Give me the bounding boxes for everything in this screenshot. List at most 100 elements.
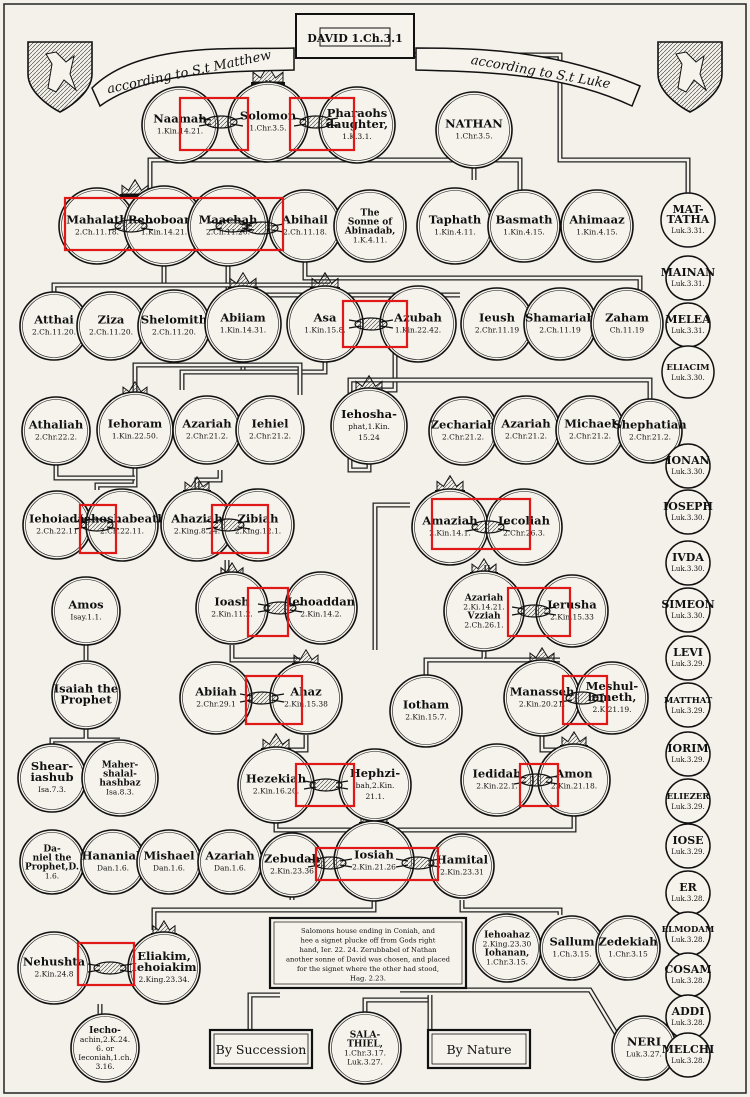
scripture-reference: 2.Ch.11.20. <box>32 328 76 337</box>
person-name: Ziza <box>98 313 125 327</box>
scripture-reference: 15.24 <box>358 433 380 442</box>
scripture-reference: 1.Kin.22.50. <box>112 432 158 441</box>
person-salathiel: SALA-THIEL,1.Chr.3.17.Luk.3.27. <box>328 1011 402 1085</box>
person-name: Iotham <box>403 698 449 712</box>
person-name: Azariah <box>204 849 255 863</box>
scripture-reference: 1.K.3.1. <box>342 132 371 141</box>
succession-box-label: By Succession <box>216 1042 307 1057</box>
person-name: Maher- <box>102 761 139 771</box>
person-name: Hananiah <box>82 849 145 863</box>
scripture-reference: 2.Ch.22.11. <box>100 527 144 536</box>
svg-text:Luk.3.29.: Luk.3.29. <box>671 707 704 715</box>
scripture-reference: 1.Kin.22.42. <box>395 326 441 335</box>
scripture-reference: 2.Ch.26.1. <box>464 621 503 630</box>
svg-text:Luk.3.28.: Luk.3.28. <box>671 1057 704 1065</box>
person-name: Abihail <box>281 213 329 227</box>
scripture-reference: 2.Ch.11.18. <box>283 228 327 237</box>
highlight-box <box>63 196 285 252</box>
person-name: Iecoliah <box>498 514 551 528</box>
handclasp-icon <box>198 115 244 129</box>
scripture-reference: Luk.3.27. <box>347 1058 383 1067</box>
person-hephzibah: Hephzi-bah,2.Kin.21.1. <box>338 748 412 822</box>
svg-text:Luk.3.29.: Luk.3.29. <box>671 756 704 764</box>
person-name: Iecho- <box>89 1026 121 1036</box>
person-name: SALA- <box>350 1031 381 1041</box>
handclasp-icon <box>395 856 441 870</box>
scripture-reference: 1.Chr.3.15. <box>486 958 528 967</box>
scripture-reference: 2.King.23.34. <box>138 975 189 984</box>
svg-text:TATHA: TATHA <box>667 213 710 226</box>
person-name: NATHAN <box>445 117 503 131</box>
scripture-reference: 1.Ch.3.15. <box>552 950 591 959</box>
handclasp-icon <box>108 219 154 233</box>
person-name: Amaziah <box>421 514 478 528</box>
highlight-box <box>244 674 304 726</box>
handclasp-icon <box>348 317 394 331</box>
handclasp-icon <box>511 604 557 618</box>
scripture-reference: 2.Kin.15.33 <box>550 613 594 622</box>
note-box: Salomons house ending in Coniah, and hee … <box>268 916 468 990</box>
person-name: Abiiah <box>194 685 237 699</box>
note-line: hee a signet plucke off from Gods right <box>300 937 435 945</box>
svg-text:Luk.3.30.: Luk.3.30. <box>671 514 704 522</box>
svg-text:Luk.3.29.: Luk.3.29. <box>671 803 704 811</box>
scripture-reference: 2.King.8.24. <box>174 527 220 536</box>
svg-text:COSAM: COSAM <box>665 963 712 976</box>
svg-text:MATTHAT: MATTHAT <box>664 696 713 706</box>
highlight-box <box>210 503 270 555</box>
person-name: Taphath <box>429 213 482 227</box>
svg-text:Luk.3.30.: Luk.3.30. <box>671 565 704 573</box>
person-name: Atthai <box>33 313 74 327</box>
scripture-reference: 2.Chr.11.19 <box>475 326 520 335</box>
svg-text:Luk.3.31.: Luk.3.31. <box>671 280 704 288</box>
scripture-reference: 2.Ch.11.19 <box>539 326 581 335</box>
scripture-reference: 1.Kin.15.8. <box>304 326 345 335</box>
person-name: Prophet <box>60 693 112 707</box>
person-name: Amos <box>67 598 103 612</box>
person-name: Ierusha <box>547 598 597 612</box>
handclasp-icon <box>303 778 349 792</box>
note-line: Salomons house ending in Coniah, and <box>301 927 436 935</box>
handclasp-icon <box>559 691 605 705</box>
person-name: Azariah <box>464 594 504 604</box>
note-line: for the signet where the other had stood… <box>297 965 439 973</box>
scripture-reference: 2.Kin.14.1. <box>429 529 470 538</box>
lion-shield-left-icon <box>27 41 93 113</box>
person-name: shalal- <box>103 770 137 780</box>
person-iechoniah: Iecho-achin,2.K.24.6. orIeconiah,1.ch.3.… <box>70 1013 140 1083</box>
highlight-box <box>341 299 409 349</box>
scripture-reference: 2.Ki.14.21. <box>463 603 504 612</box>
lion-shield-right-icon <box>657 41 723 113</box>
nature-box-label: By Nature <box>446 1042 511 1057</box>
person-name: Basmath <box>496 213 554 227</box>
person-name: Shear- <box>31 759 73 773</box>
person-name: Hezekiah <box>246 772 307 786</box>
scripture-reference: Ieconiah,1.ch. <box>78 1053 132 1062</box>
person-name: Iosiah <box>354 848 394 862</box>
scripture-reference: 1.Kin.4.15. <box>503 228 544 237</box>
note-line: hand, Ier. 22. 24. Zerubbabel of Nathan <box>299 946 437 954</box>
scripture-reference: 2.Chr.29.1 <box>196 700 236 709</box>
person-name: Shephatiah <box>613 418 687 432</box>
